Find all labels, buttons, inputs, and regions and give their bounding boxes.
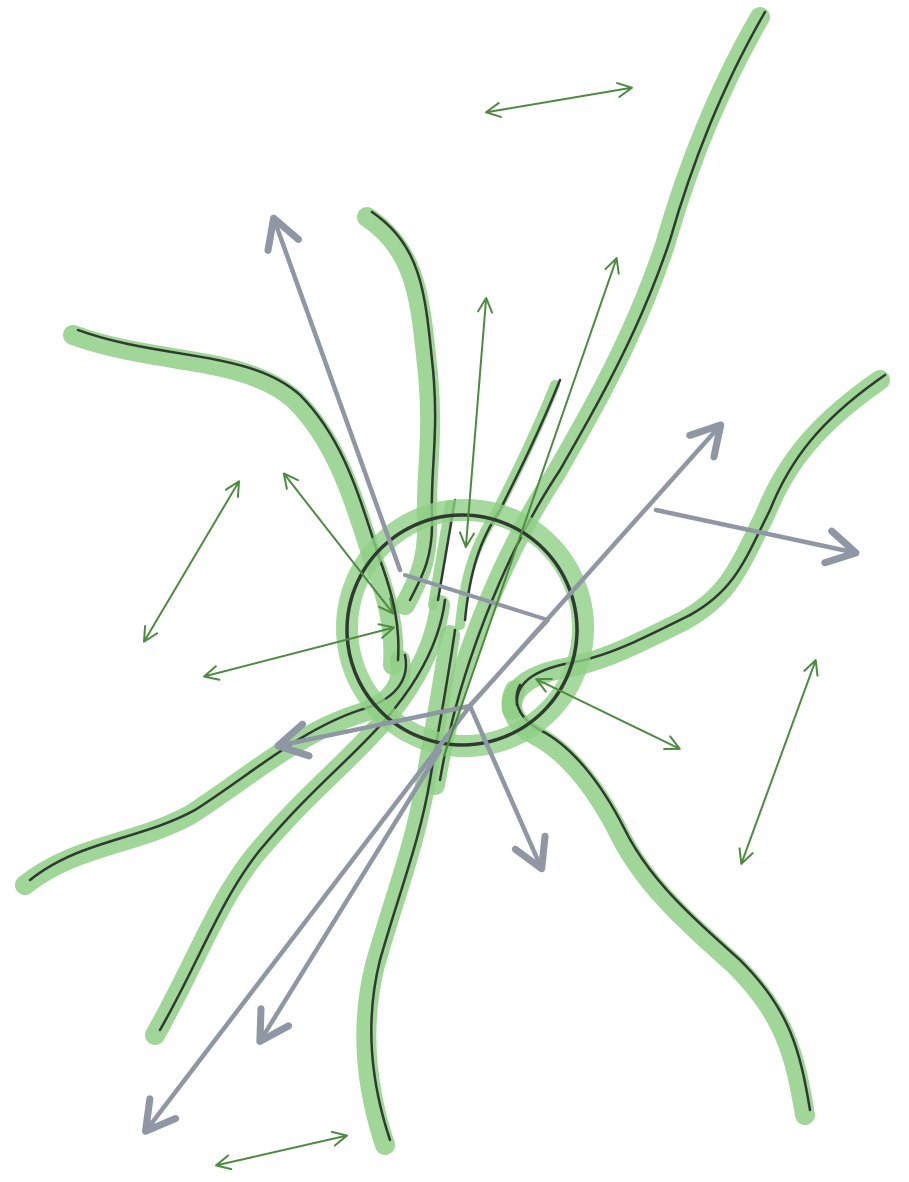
green-double-arrow-east <box>742 662 815 862</box>
grey-arrow-southwest-short <box>262 750 440 1038</box>
green-double-arrow-top <box>488 88 630 112</box>
green-corridor-bands <box>25 17 880 1145</box>
ink-corridor-lines <box>30 12 885 1140</box>
grey-arrow-southwest-long <box>148 706 470 1128</box>
green-double-arrow-west <box>145 483 238 640</box>
green-double-arrow-bottom <box>218 1136 345 1165</box>
corridor-southeast-band <box>512 690 805 1115</box>
